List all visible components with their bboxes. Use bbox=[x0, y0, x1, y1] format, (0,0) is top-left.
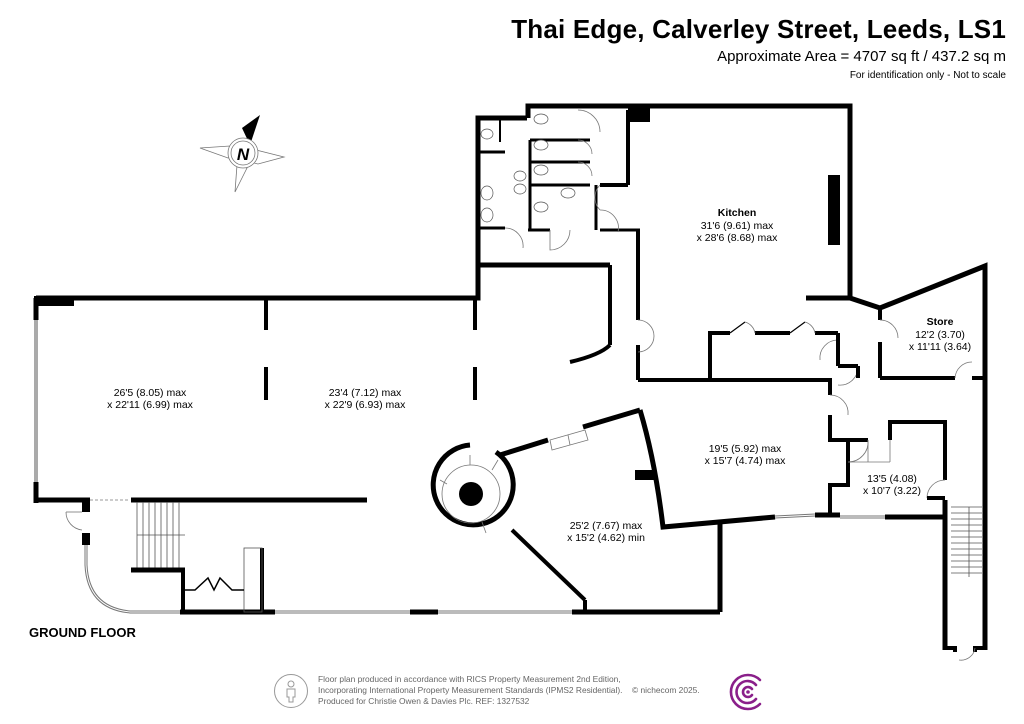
svg-text:x 15'7 (4.74) max: x 15'7 (4.74) max bbox=[705, 455, 787, 467]
plan-title: Thai Edge, Calverley Street, Leeds, LS1 bbox=[511, 14, 1006, 44]
svg-text:x 10'7 (3.22): x 10'7 (3.22) bbox=[863, 485, 921, 497]
room-label-kitchen: Kitchen 31'6 (9.61) max x 28'6 (8.68) ma… bbox=[697, 207, 779, 244]
room-label-dining-centre: 23'4 (7.12) max x 22'9 (6.93) max bbox=[325, 387, 407, 411]
svg-text:23'4 (7.12) max: 23'4 (7.12) max bbox=[329, 387, 402, 399]
person-icon bbox=[274, 674, 308, 708]
nichecom-logo-icon bbox=[729, 673, 762, 711]
floor-label: GROUND FLOOR bbox=[29, 625, 136, 640]
copyright: © nichecom 2025. bbox=[632, 685, 700, 695]
footer-disclaimer: Floor plan produced in accordance with R… bbox=[318, 674, 623, 706]
room-label-dining-west: 26'5 (8.05) max x 22'11 (6.99) max bbox=[107, 387, 194, 411]
svg-text:x 22'11 (6.99) max: x 22'11 (6.99) max bbox=[107, 399, 194, 411]
svg-text:Store: Store bbox=[927, 316, 954, 328]
svg-text:N: N bbox=[237, 145, 250, 164]
svg-text:x 28'6 (8.68) max: x 28'6 (8.68) max bbox=[697, 232, 779, 244]
north-compass-icon: N bbox=[199, 115, 286, 193]
svg-text:Kitchen: Kitchen bbox=[718, 207, 757, 219]
svg-text:19'5 (5.92) max: 19'5 (5.92) max bbox=[709, 443, 782, 455]
svg-text:x 22'9 (6.93) max: x 22'9 (6.93) max bbox=[325, 399, 407, 411]
approximate-area: Approximate Area = 4707 sq ft / 437.2 sq… bbox=[717, 48, 1006, 65]
room-label-small: 13'5 (4.08) x 10'7 (3.22) bbox=[863, 473, 921, 497]
svg-text:x 11'11 (3.64): x 11'11 (3.64) bbox=[909, 341, 971, 353]
room-label-store: Store 12'2 (3.70) x 11'11 (3.64) bbox=[909, 316, 971, 353]
room-label-south: 25'2 (7.67) max x 15'2 (4.62) min bbox=[567, 520, 645, 544]
svg-text:x 15'2 (4.62) min: x 15'2 (4.62) min bbox=[567, 532, 645, 544]
footer: Floor plan produced in accordance with R… bbox=[274, 670, 762, 720]
scale-note: For identification only - Not to scale bbox=[849, 70, 1006, 81]
room-label-east: 19'5 (5.92) max x 15'7 (4.74) max bbox=[705, 443, 787, 467]
svg-text:12'2 (3.70): 12'2 (3.70) bbox=[915, 329, 965, 341]
svg-text:26'5 (8.05) max: 26'5 (8.05) max bbox=[114, 387, 187, 399]
svg-text:31'6 (9.61) max: 31'6 (9.61) max bbox=[701, 220, 774, 232]
svg-text:13'5 (4.08): 13'5 (4.08) bbox=[867, 473, 917, 485]
svg-text:25'2 (7.67) max: 25'2 (7.67) max bbox=[570, 520, 643, 532]
